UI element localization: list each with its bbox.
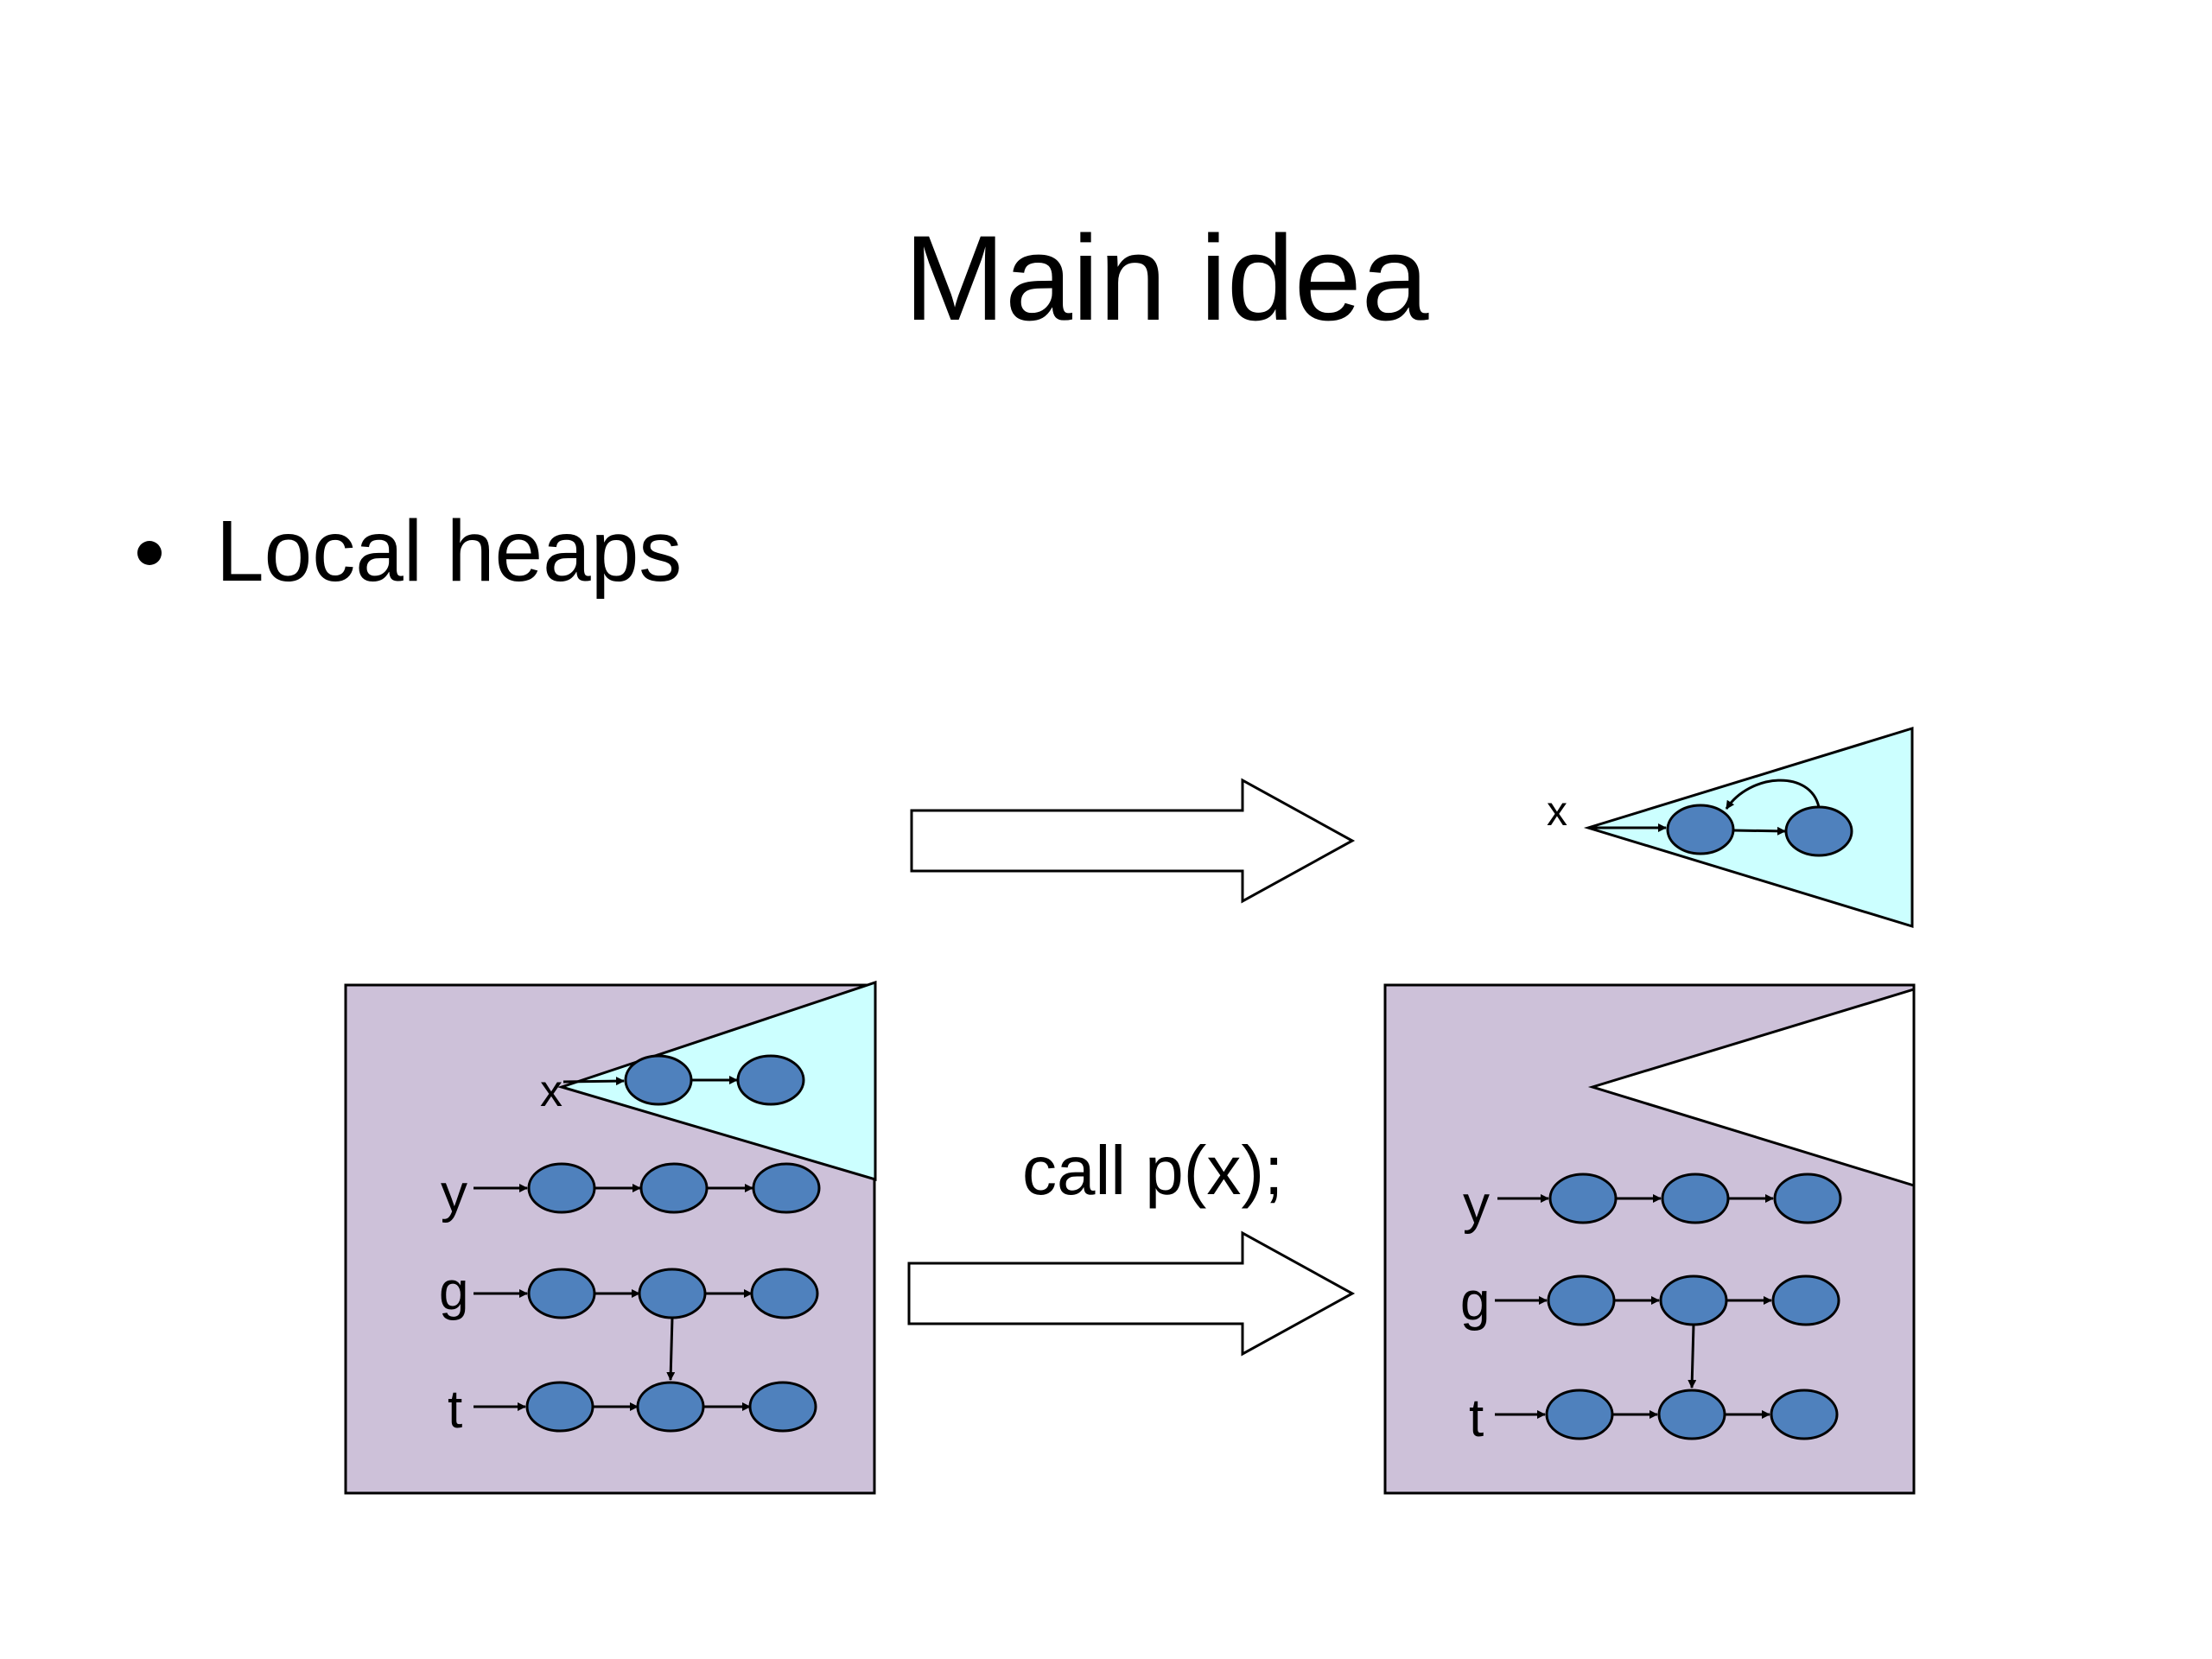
- var-pointer-arrow: [563, 1077, 625, 1086]
- heap-node: [752, 1162, 821, 1214]
- heap-node: [639, 1162, 709, 1214]
- heap-node: [748, 1381, 817, 1433]
- back-edge-arrow: [1725, 779, 1821, 810]
- row-var-label: y: [1463, 1175, 1490, 1235]
- transform-arrow-top: [910, 778, 1356, 904]
- row-var-label: g: [1460, 1272, 1490, 1332]
- row-var-label: t: [448, 1380, 462, 1440]
- heap-node: [527, 1162, 596, 1214]
- local-heap-isolated: x: [1547, 726, 1914, 929]
- call-label: call p(x);: [1022, 1132, 1283, 1209]
- row-var-label: g: [439, 1262, 468, 1321]
- heap-node: [1784, 805, 1853, 857]
- bullet-dot: [137, 541, 162, 565]
- heap-node: [1657, 1389, 1726, 1440]
- node-edge-arrow: [1732, 826, 1786, 836]
- local-var-label: x: [540, 1066, 563, 1116]
- heap-node: [1659, 1274, 1728, 1326]
- heap-node: [636, 1381, 705, 1433]
- cutout-triangle: [1587, 987, 1916, 1188]
- heap-node: [1771, 1274, 1840, 1326]
- slide-title: Main idea: [904, 210, 1428, 346]
- heap-node: [525, 1381, 594, 1433]
- heap-node: [1666, 804, 1735, 855]
- heap-node: [1548, 1173, 1618, 1224]
- heap-node: [1547, 1274, 1616, 1326]
- row-var-label: y: [441, 1164, 467, 1224]
- heap-after-call: y g t: [1383, 983, 1916, 1495]
- heap-node: [527, 1268, 596, 1319]
- heap-node: [750, 1268, 819, 1319]
- heap-node: [1770, 1389, 1839, 1440]
- heap-before-call: x y g t: [344, 980, 877, 1495]
- heap-node: [1773, 1173, 1842, 1224]
- bullet-text: Local heaps: [216, 503, 682, 600]
- heap-node: [624, 1054, 693, 1106]
- node-edge-arrow-vertical: [1688, 1324, 1697, 1389]
- local-heap-var-label: x: [1547, 789, 1567, 835]
- node-edge-arrow-vertical: [666, 1317, 676, 1381]
- heap-node: [1545, 1389, 1614, 1440]
- row-var-label: t: [1469, 1389, 1484, 1448]
- heap-node: [638, 1268, 707, 1319]
- heap-node: [1661, 1173, 1730, 1224]
- transform-arrow-bottom: [907, 1230, 1356, 1357]
- heap-node: [736, 1054, 805, 1106]
- local-heap-triangle: [1583, 726, 1914, 929]
